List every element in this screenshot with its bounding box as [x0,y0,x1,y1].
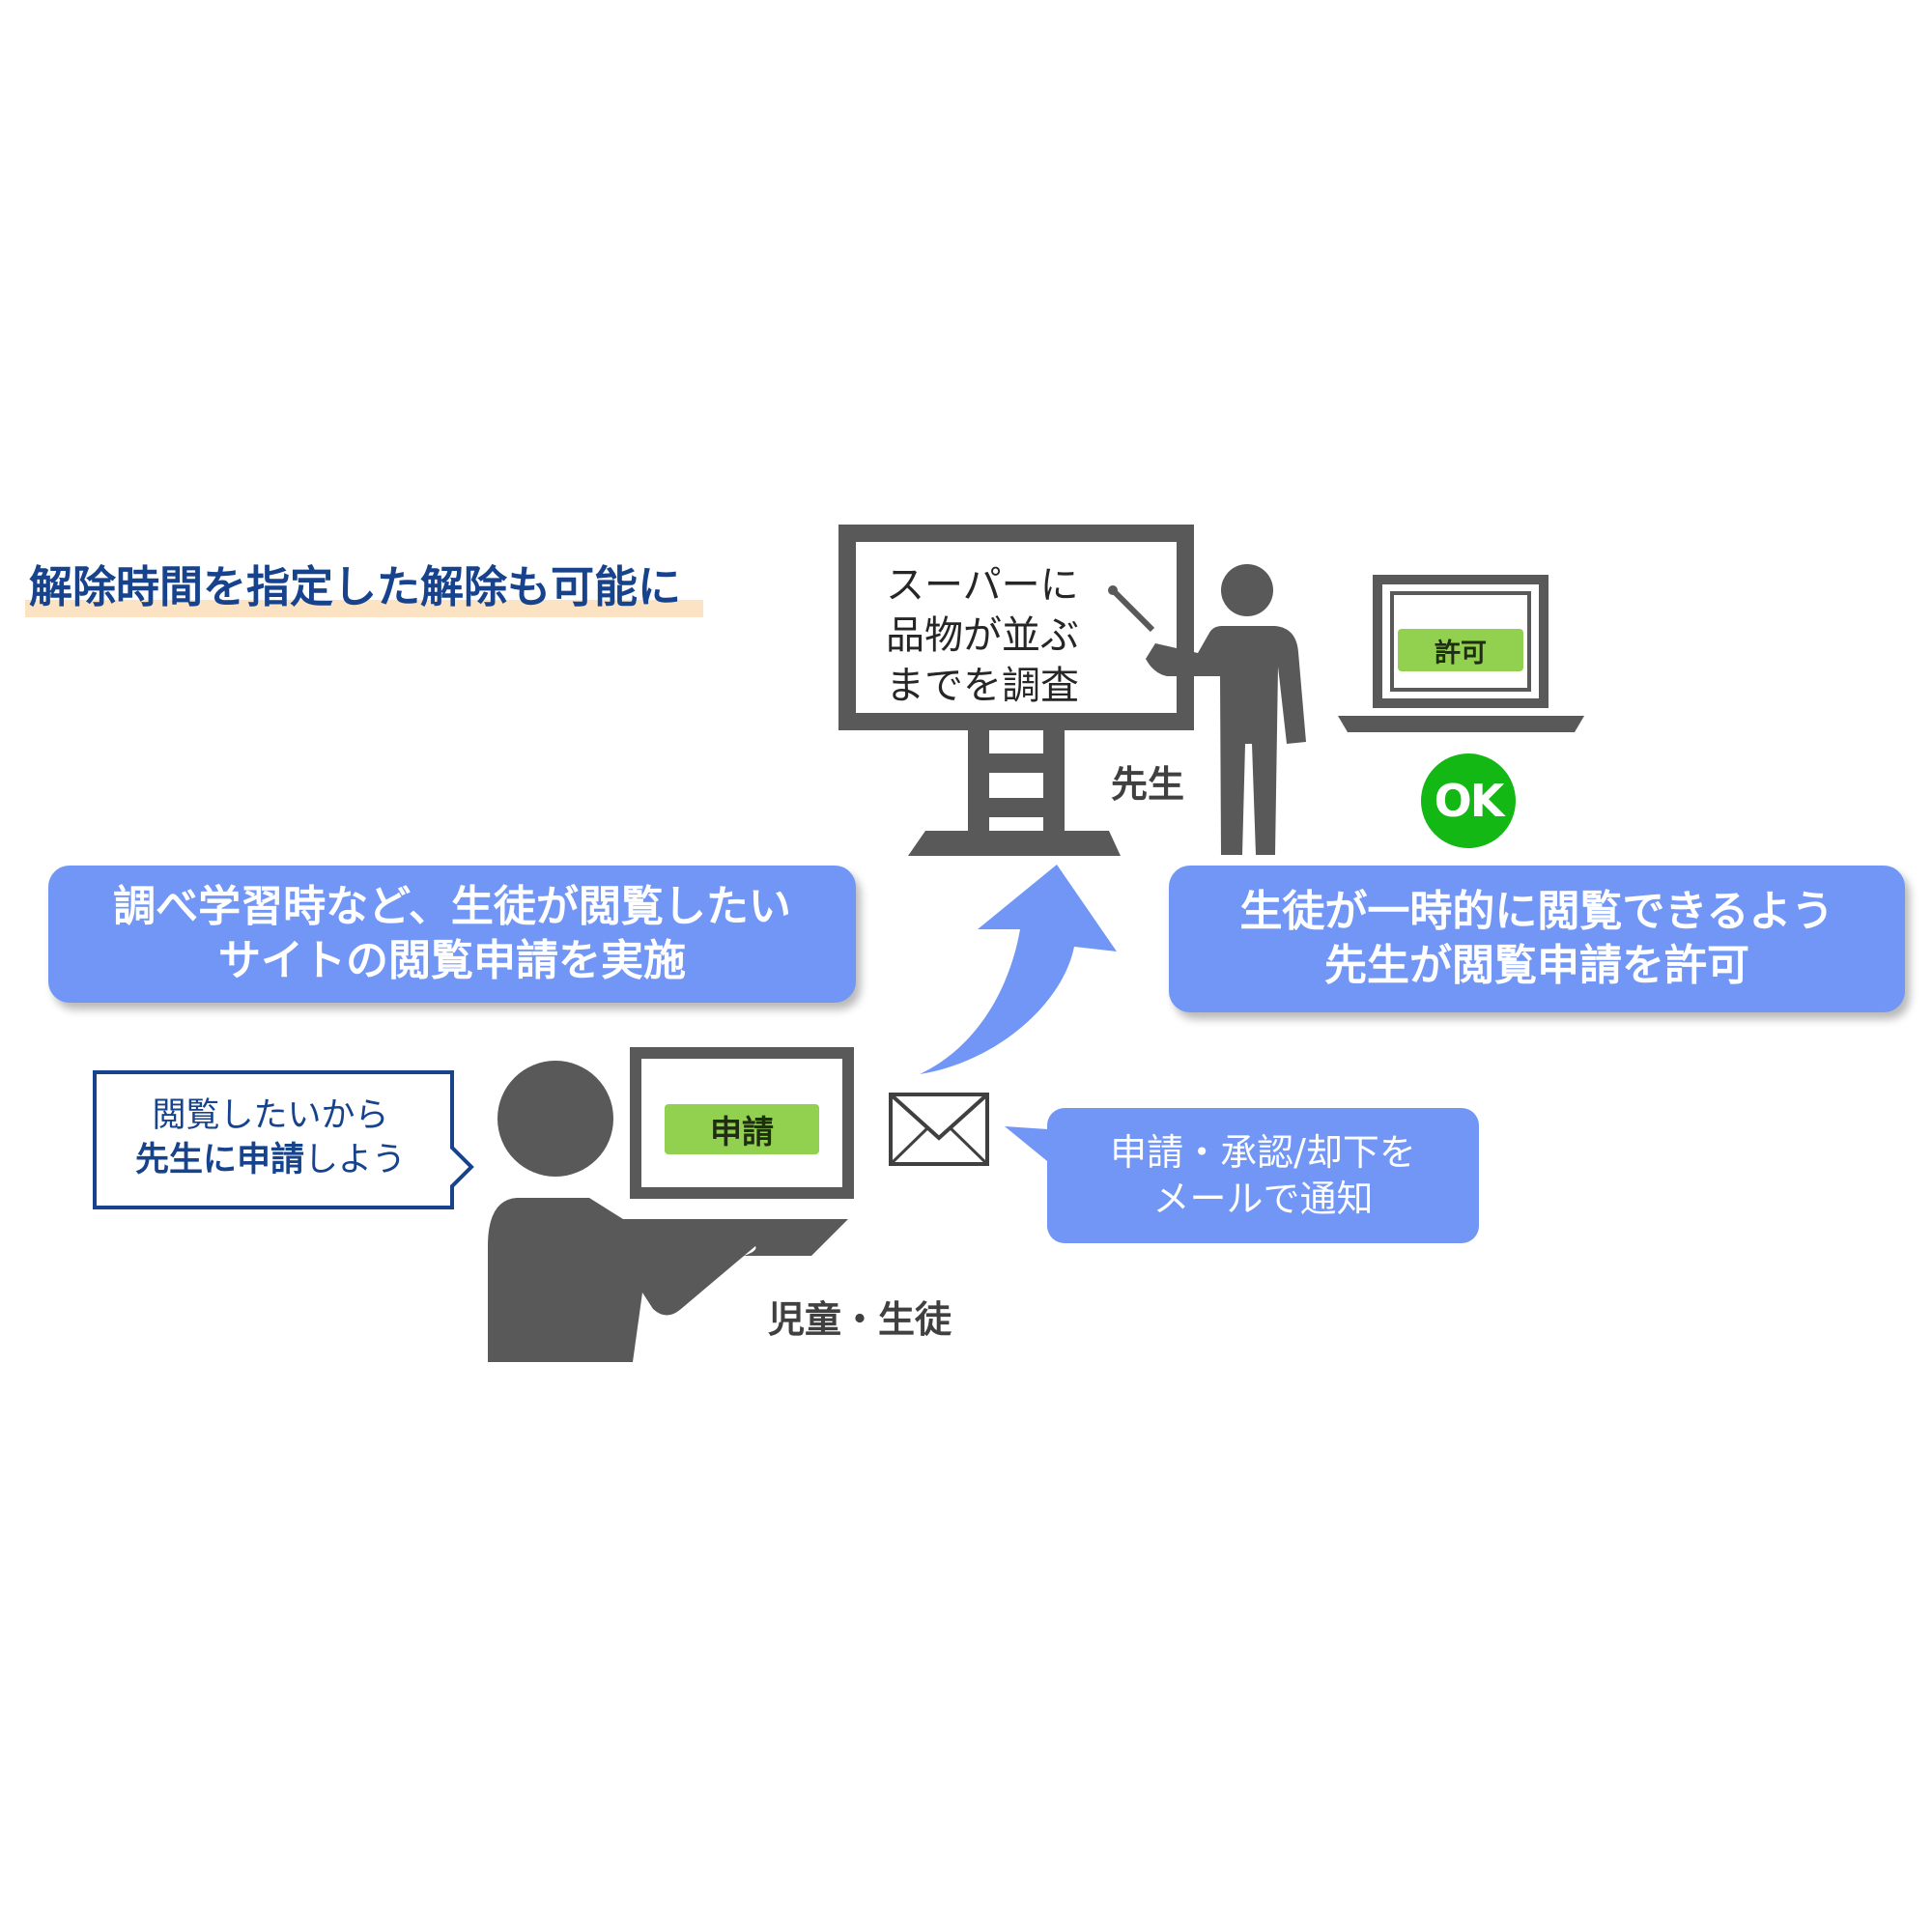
speech-line: 閲覧したいから [152,1096,389,1135]
speech-line: 先生に申請しよう [135,1138,406,1182]
speech-bubble-text: 閲覧したいから 先生に申請しよう [97,1069,444,1207]
allow-button: 許可 [1398,629,1523,671]
apply-button: 申請 [665,1104,819,1154]
callout-line: 先生が閲覧申請を許可 [1324,941,1749,990]
notify-line: 申請・承認/却下を [1110,1131,1416,1174]
whiteboard-text: スーパーに 品物が並ぶ までを調査 [886,560,1176,711]
notify-line: メールで通知 [1152,1178,1374,1220]
monitor-stand-icon [838,525,1194,856]
whiteboard-line: スーパーに [886,563,1079,608]
speech-emphasis: 先生に申請 [134,1141,304,1179]
teacher-label: 先生 [1111,763,1185,806]
approval-callout: 生徒が一時的に閲覧できるよう 先生が閲覧申請を許可 [1169,866,1905,1012]
email-notification-bubble: 申請・承認/却下を メールで通知 [1047,1108,1479,1243]
whiteboard-line: 品物が並ぶ [886,613,1079,658]
ok-badge: OK [1421,753,1516,848]
whiteboard-line: までを調査 [886,664,1079,708]
title-highlight [25,600,703,617]
page-title: 解除時間を指定した解除も可能に [29,561,682,612]
curved-arrow-icon [920,865,1117,1074]
presenter-teacher-icon [1108,564,1306,855]
speech-bubble [93,1070,474,1209]
callout-line: サイトの閲覧申請を実施 [218,936,686,985]
speech-rest: しよう [304,1141,407,1179]
callout-line: 調べ学習時など、生徒が閲覧したい [113,882,791,931]
callout-line: 生徒が一時的に閲覧できるよう [1239,887,1834,936]
envelope-icon [889,1093,989,1166]
request-callout: 調べ学習時など、生徒が閲覧したい サイトの閲覧申請を実施 [48,866,856,1003]
student-label: 児童・生徒 [768,1298,952,1341]
